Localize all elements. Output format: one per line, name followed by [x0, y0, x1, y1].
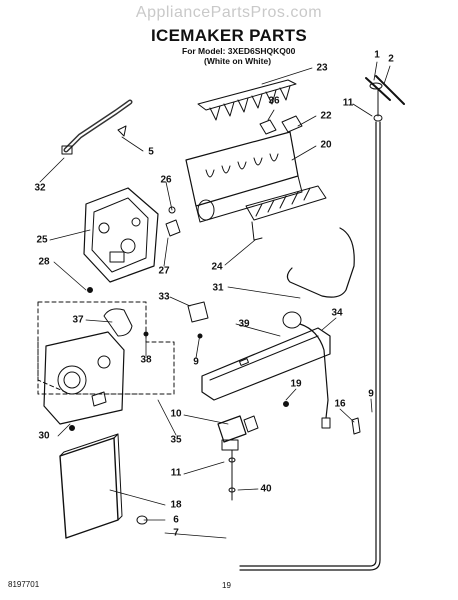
- callout-label-c16: 16: [334, 398, 346, 410]
- module-part: [43, 331, 125, 431]
- callout-label-c20: 20: [320, 139, 332, 151]
- callout-label-c9b: 9: [368, 388, 374, 400]
- callout-label-c35: 35: [170, 434, 182, 446]
- callout-label-c38: 38: [140, 354, 152, 366]
- callout-label-c7: 7: [173, 527, 179, 539]
- callout-label-c39: 39: [238, 318, 250, 330]
- stripper-part: [245, 185, 327, 241]
- valve-harness-part: [282, 311, 331, 429]
- callout-label-c1: 1: [374, 49, 380, 61]
- callout-label-c36: 36: [268, 95, 280, 107]
- valve-part: [217, 415, 259, 501]
- callout-label-c2: 2: [388, 53, 394, 65]
- callout-label-c22: 22: [320, 110, 332, 122]
- ejector-part: [197, 79, 297, 121]
- leader-lines: [39, 61, 391, 539]
- callout-label-c24: 24: [211, 261, 223, 273]
- page-title: ICEMAKER PARTS: [151, 26, 307, 45]
- wire-harness-part: [61, 99, 133, 155]
- clip-part: [351, 417, 361, 435]
- variant-line: (White on White): [204, 56, 272, 66]
- callout-label-c26: 26: [160, 174, 172, 186]
- callout-label-c9a: 9: [193, 356, 199, 368]
- switch-part: [187, 301, 209, 339]
- mold-part: [185, 115, 303, 223]
- callout-label-c34: 34: [331, 307, 343, 319]
- callout-label-c6: 6: [173, 514, 179, 526]
- motor-part: [103, 308, 149, 337]
- cover-part: [59, 433, 148, 539]
- callout-label-c23: 23: [316, 62, 328, 74]
- document-number: 8197701: [8, 580, 40, 589]
- callout-label-c27: 27: [158, 265, 170, 277]
- callout-label-c5: 5: [148, 146, 154, 158]
- callout-label-c37: 37: [72, 314, 84, 326]
- callout-label-c18: 18: [170, 499, 182, 511]
- bracket-part: [201, 327, 331, 401]
- shutoff-wire-part: [286, 227, 355, 298]
- page-number: 19: [222, 581, 231, 590]
- callout-label-c33: 33: [158, 291, 170, 303]
- callout-label-c28: 28: [38, 256, 50, 268]
- callout-label-c25: 25: [36, 234, 48, 246]
- callout-label-c31: 31: [212, 282, 224, 294]
- fill-tube-part: [239, 75, 405, 571]
- housing-part: [83, 187, 181, 293]
- callout-label-c10: 10: [170, 408, 182, 420]
- callout-label-c11a: 11: [342, 97, 354, 109]
- callout-label-c30: 30: [38, 430, 50, 442]
- model-line: For Model: 3XED6SHQKQ00: [182, 46, 296, 56]
- callout-label-c11b: 11: [170, 467, 182, 479]
- module-box: [37, 301, 175, 395]
- callout-label-c32: 32: [34, 182, 46, 194]
- callout-label-c19: 19: [290, 378, 302, 390]
- watermark: AppliancePartsPros.com: [135, 4, 323, 21]
- callout-label-c40: 40: [260, 483, 272, 495]
